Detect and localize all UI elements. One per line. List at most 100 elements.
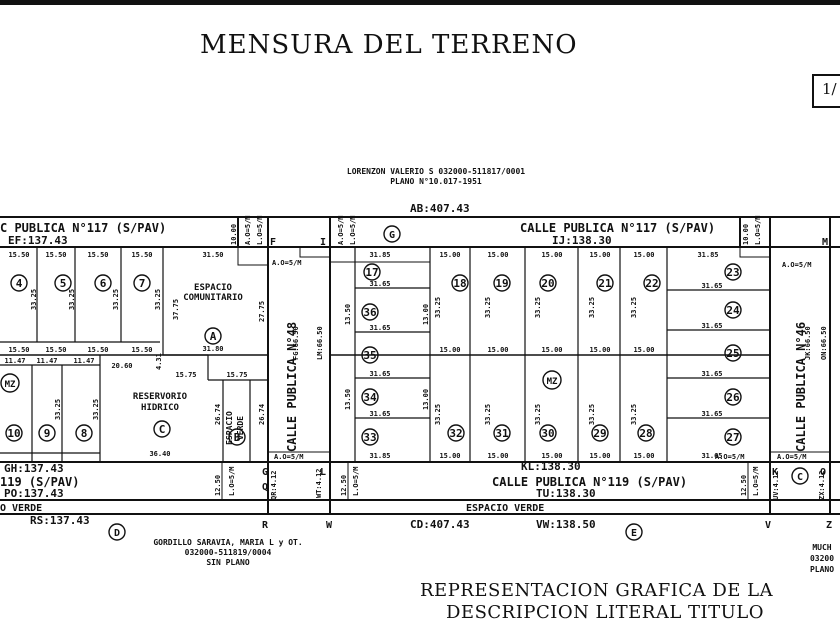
dimension-tu: TU:138.30 [536, 487, 596, 500]
street-vertical-right: CALLE PUBLICA N°46 [794, 322, 808, 452]
block-label: MZ [5, 380, 16, 390]
area-letter: C [159, 423, 166, 436]
svg-text:15.00: 15.00 [439, 452, 460, 460]
svg-text:15.00: 15.00 [633, 251, 654, 259]
dimension-rs: RS:137.43 [30, 514, 90, 527]
svg-text:15.00: 15.00 [487, 346, 508, 354]
svg-text:A.O=5/M: A.O=5/M [244, 215, 252, 245]
svg-text:15.50: 15.50 [45, 251, 66, 259]
point-letter: I [320, 237, 326, 248]
top-border [0, 0, 840, 5]
svg-text:L.O=5/M: L.O=5/M [228, 466, 236, 496]
lot-number: 36 [363, 306, 377, 319]
lot-number: 18 [453, 277, 466, 290]
svg-text:33.25: 33.25 [154, 289, 162, 310]
point-letter: G [262, 467, 268, 478]
svg-text:26.74: 26.74 [258, 404, 266, 425]
svg-text:15.00: 15.00 [541, 452, 562, 460]
lot-number: 29 [593, 427, 606, 440]
street-vertical-left: CALLE PUBLICA N°48 [285, 322, 299, 452]
dimension-po: PO:137.43 [4, 487, 64, 500]
lot-number: 9 [44, 427, 51, 440]
lot-number: 21 [598, 277, 612, 290]
street-north-left: C PUBLICA N°117 (S/PAV) [0, 221, 166, 235]
dimension-ab: AB:407.43 [410, 202, 470, 215]
page-title: MENSURA DEL TERRENO [200, 30, 578, 60]
svg-text:33.25: 33.25 [484, 297, 492, 318]
green-strip-right: ESPACIO VERDE [466, 503, 544, 514]
svg-text:33.25: 33.25 [434, 404, 442, 425]
svg-text:33.25: 33.25 [534, 404, 542, 425]
svg-text:31.65: 31.65 [369, 324, 390, 332]
svg-text:A.O=5/M: A.O=5/M [272, 259, 302, 267]
svg-text:33.25: 33.25 [630, 404, 638, 425]
lot-number: 35 [363, 349, 376, 362]
point-letter: K [772, 467, 778, 478]
point-letter: Z [826, 520, 832, 531]
svg-text:QR:4.12: QR:4.12 [270, 470, 278, 500]
marker-letter: E [631, 528, 637, 539]
lot-number: 6 [100, 277, 107, 290]
svg-text:31.65: 31.65 [701, 452, 722, 460]
svg-text:10.00: 10.00 [742, 224, 750, 245]
lot-number: 34 [363, 391, 377, 404]
svg-text:11.47: 11.47 [36, 357, 57, 365]
point-letter: V [765, 520, 771, 531]
svg-text:31.85: 31.85 [369, 452, 390, 460]
street-south-left: 119 (S/PAV) [0, 475, 79, 489]
owner-north-plan: PLANO N°10.017-1951 [390, 177, 482, 186]
svg-text:33.25: 33.25 [30, 289, 38, 310]
svg-text:15.50: 15.50 [131, 251, 152, 259]
lot-number: 20 [541, 277, 554, 290]
lot-number: 17 [365, 266, 378, 279]
point-letter: W [326, 520, 333, 531]
svg-text:ZX:4.12: ZX:4.12 [818, 470, 826, 500]
dimension-cd: CD:407.43 [410, 518, 470, 531]
marker-letter: D [114, 528, 120, 539]
svg-text:WT:4.12: WT:4.12 [315, 468, 323, 498]
lot-number: 5 [60, 277, 67, 290]
svg-text:15.50: 15.50 [87, 346, 108, 354]
page-number-box [812, 74, 840, 108]
svg-text:15.00: 15.00 [589, 346, 610, 354]
svg-text:33.25: 33.25 [588, 404, 596, 425]
lot-number: 27 [726, 431, 739, 444]
area-community-line2: COMUNITARIO [183, 293, 243, 303]
owner-north: LORENZON VALERIO S 032000-511817/0001 [347, 167, 525, 176]
svg-text:15.50: 15.50 [8, 346, 29, 354]
svg-text:31.65: 31.65 [701, 370, 722, 378]
point-letter: L [320, 467, 326, 478]
svg-text:A.O=5/M: A.O=5/M [782, 261, 812, 269]
lot-number: 10 [7, 427, 20, 440]
page-number: 1/ [822, 80, 837, 98]
owner-south-plan: SIN PLANO [206, 558, 250, 567]
lot-number: 24 [726, 304, 740, 317]
area-green-line1: ESPACIO [225, 411, 234, 445]
svg-text:15.00: 15.00 [487, 452, 508, 460]
svg-text:L.O=5/M: L.O=5/M [256, 215, 264, 245]
lot-number: 32 [449, 427, 462, 440]
svg-text:15.00: 15.00 [541, 346, 562, 354]
svg-text:13.50: 13.50 [344, 389, 352, 410]
svg-text:15.50: 15.50 [87, 251, 108, 259]
area-reservoir-line2: HIDRICO [141, 403, 180, 413]
svg-text:10.00: 10.00 [230, 224, 238, 245]
svg-text:31.80: 31.80 [202, 345, 223, 353]
dimension-ef: EF:137.43 [8, 234, 68, 247]
area-reservoir-line1: RESERVORIO [133, 392, 188, 402]
svg-text:LM:66.50: LM:66.50 [316, 326, 324, 360]
footer-line2: DESCRIPCION LITERAL TITULO [446, 602, 764, 623]
owner-east-plan: PLANO [810, 565, 834, 574]
svg-text:31.65: 31.65 [701, 322, 722, 330]
dimension-vw: VW:138.50 [536, 518, 596, 531]
svg-text:15.75: 15.75 [226, 371, 247, 379]
svg-text:33.25: 33.25 [434, 297, 442, 318]
footer-line1: REPRESENTACION GRAFICA DE LA [420, 580, 774, 601]
svg-text:15.00: 15.00 [589, 452, 610, 460]
svg-text:27.75: 27.75 [258, 301, 266, 322]
svg-text:15.00: 15.00 [487, 251, 508, 259]
street-south-right: CALLE PUBLICA N°119 (S/PAV) [492, 475, 687, 489]
area-green-line2: VERDE [236, 416, 245, 440]
svg-text:JK:66.50: JK:66.50 [804, 326, 812, 360]
street-north-right: CALLE PUBLICA N°117 (S/PAV) [520, 221, 715, 235]
